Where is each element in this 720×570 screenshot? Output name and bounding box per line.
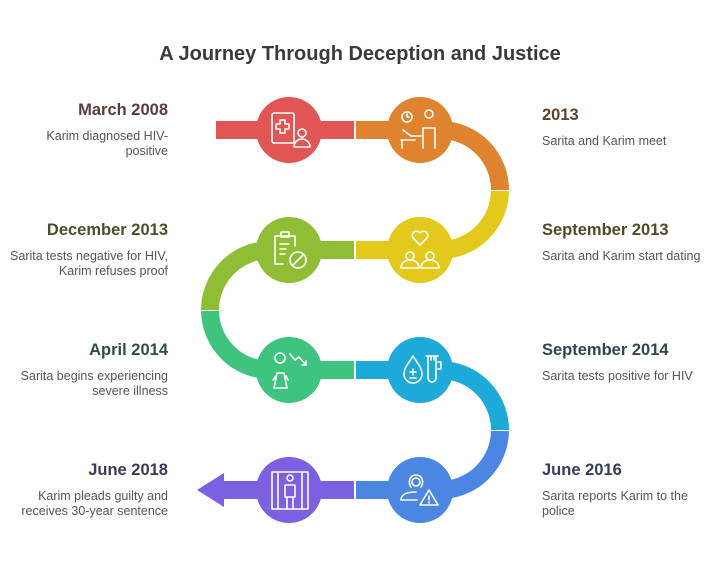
event-date: December 2013 [46,221,168,239]
event-description: Sarita reports Karim to the police [542,489,688,518]
node-1 [256,97,322,163]
event-december-2013: December 2013 Sarita tests negative for … [8,221,168,279]
node-5 [256,337,322,403]
prison-icon [271,471,309,510]
couple-heart-icon [400,230,440,269]
blood-test-icon [403,355,442,384]
event-date: March 2008 [78,101,168,119]
event-description: Sarita tests negative for HIV, Karim ref… [10,249,168,278]
event-date: September 2013 [542,221,669,239]
event-june-2016: June 2016 Sarita reports Karim to the po… [542,461,707,519]
event-march-2008: March 2008 Karim diagnosed HIV-positive [8,101,168,159]
meeting-icon [400,109,436,149]
node-7 [387,457,453,523]
page-title: A Journey Through Deception and Justice [159,43,561,65]
event-june-2018: June 2018 Karim pleads guilty and receiv… [8,461,168,519]
event-2013: 2013 Sarita and Karim meet [542,106,707,149]
node-6 [387,337,453,403]
event-description: Karim diagnosed HIV-positive [46,129,168,158]
event-description: Karim pleads guilty and receives 30-year… [21,489,168,518]
event-date: June 2018 [88,461,168,479]
node-4 [256,217,322,283]
node-3 [387,217,453,283]
report-warning-icon [400,474,439,506]
clipboard-denied-icon [274,231,307,269]
arrowhead [197,473,224,507]
event-april-2014: April 2014 Sarita begins experiencing se… [8,341,168,399]
node-2 [387,97,453,163]
event-september-2014: September 2014 Sarita tests positive for… [542,341,707,384]
event-description: Sarita and Karim start dating [542,249,701,263]
event-description: Sarita and Karim meet [542,134,667,148]
event-date: April 2014 [89,341,168,359]
event-description: Sarita begins experiencing severe illnes… [20,369,168,398]
event-date: June 2016 [542,461,622,479]
medical-record-icon [271,112,311,148]
illness-decline-icon [272,352,307,389]
event-date: September 2014 [542,341,669,359]
event-september-2013: September 2013 Sarita and Karim start da… [542,221,707,264]
node-8 [256,457,322,523]
event-date: 2013 [542,106,579,124]
event-description: Sarita tests positive for HIV [542,369,693,383]
